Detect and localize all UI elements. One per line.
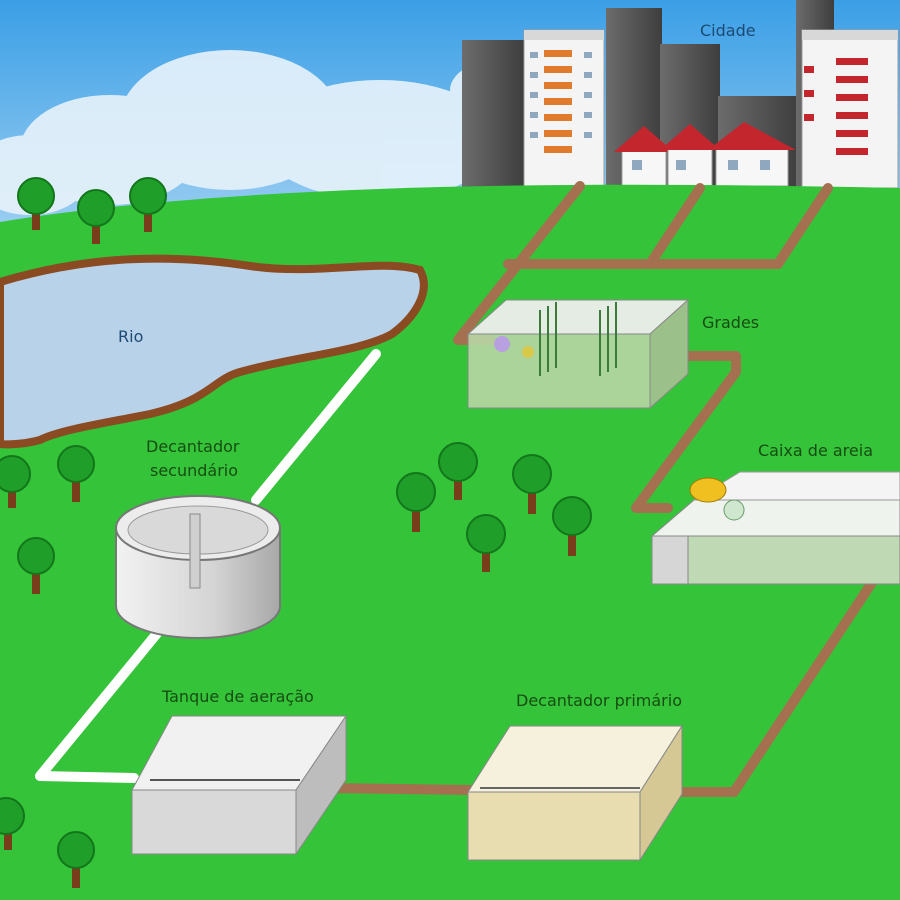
tree-icon — [129, 177, 167, 232]
house-icon — [614, 126, 674, 187]
tree-icon — [77, 189, 115, 244]
tree-icon — [512, 454, 552, 514]
house-icon — [660, 124, 720, 187]
secondary-clarifier — [115, 495, 281, 639]
clouds — [0, 50, 590, 215]
building-icon — [462, 40, 524, 188]
secondary-clarifier-label-line2: secundário — [150, 461, 238, 480]
tree-icon — [396, 472, 436, 532]
city-buildings — [462, 0, 899, 189]
aeration-tank-label: Tanque de aeração — [161, 687, 314, 706]
primary-clarifier — [467, 724, 683, 862]
aeration-tank — [131, 714, 347, 856]
tree-icon — [0, 455, 31, 508]
building-icon — [523, 29, 605, 189]
secondary-clarifier-label-line1: Decantador — [146, 437, 240, 456]
tree-icon — [17, 537, 55, 594]
trees — [0, 177, 592, 888]
valve-icon — [689, 477, 727, 503]
tree-icon — [57, 445, 95, 502]
city-label: Cidade — [700, 21, 756, 40]
river-label: Rio — [118, 327, 143, 346]
screens-tank — [466, 298, 690, 410]
house-icon — [708, 122, 796, 187]
tree-icon — [466, 514, 506, 572]
grit-chamber — [650, 471, 900, 585]
sewage-pipes — [321, 181, 900, 797]
river — [0, 254, 428, 449]
primary-clarifier-label: Decantador primário — [516, 691, 682, 710]
grit-chamber-label: Caixa de areia — [758, 441, 873, 460]
tree-icon — [17, 177, 55, 230]
building-icon — [801, 29, 899, 189]
tree-icon — [0, 797, 25, 850]
tree-icon — [57, 831, 95, 888]
screens-label: Grades — [702, 313, 759, 332]
tree-icon — [552, 496, 592, 556]
tree-icon — [438, 442, 478, 500]
treated-water-pipes — [35, 349, 381, 783]
